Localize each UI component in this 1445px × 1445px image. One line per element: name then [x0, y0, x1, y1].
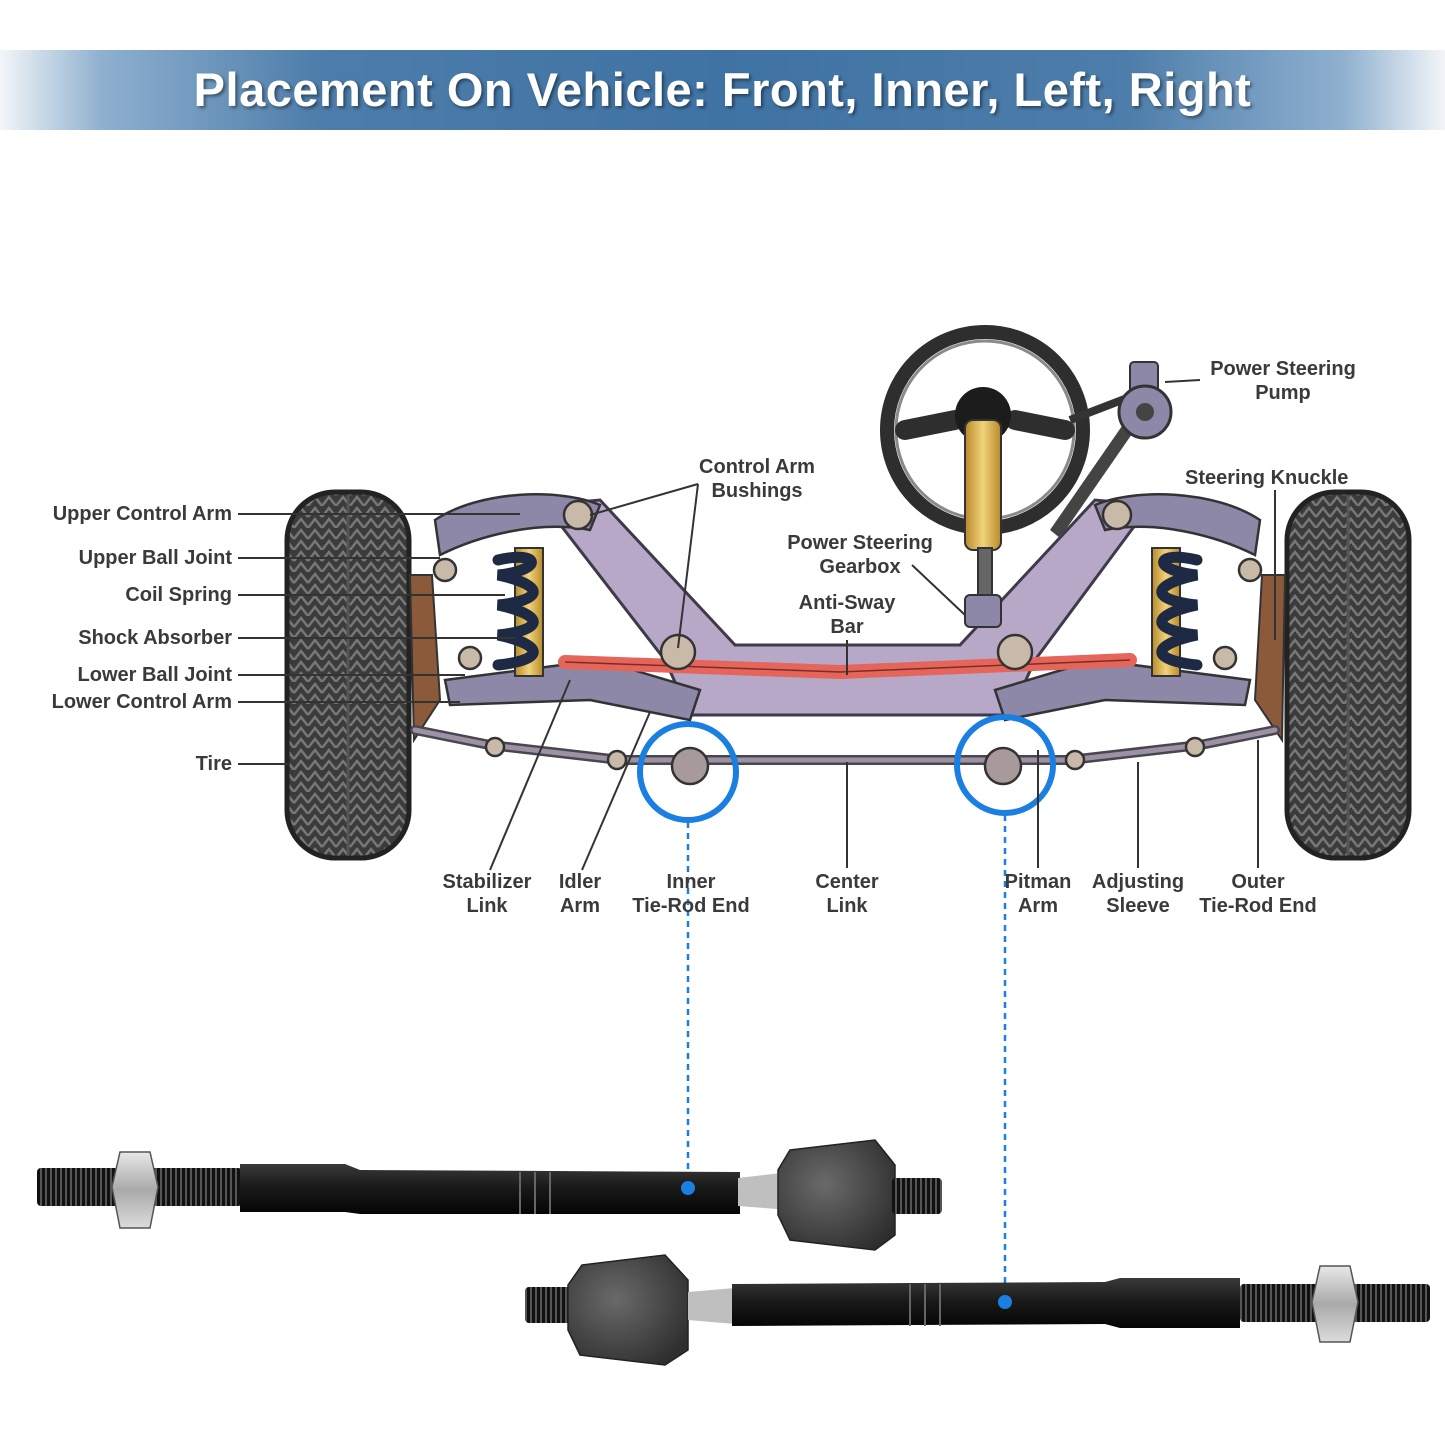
- left-coil-spring: [492, 547, 544, 677]
- label-coil-spring: Coil Spring: [125, 584, 232, 606]
- steering-wheel: [880, 325, 1090, 628]
- label-upper-ball-joint: Upper Ball Joint: [78, 547, 232, 569]
- right-upper-control-arm: [1093, 493, 1262, 557]
- steering-gearbox: [964, 594, 1002, 628]
- center-link: [410, 725, 1280, 765]
- label-shock-absorber: Shock Absorber: [78, 627, 232, 649]
- label-power-steering-pump: Power Steering Pump: [1210, 358, 1356, 404]
- label-inner-tie-rod-end: Inner Tie-Rod End: [632, 871, 750, 917]
- label-lower-ball-joint: Lower Ball Joint: [77, 664, 232, 686]
- title-banner: Placement On Vehicle: Front, Inner, Left…: [0, 50, 1445, 130]
- right-knuckle: [1253, 574, 1287, 744]
- inner-tie-rod-highlight-right: [954, 714, 1056, 816]
- tie-rod-lower: [525, 1254, 1430, 1366]
- label-idler-arm: Idler Arm: [558, 871, 602, 917]
- power-steering-pump: [1050, 361, 1173, 538]
- left-upper-control-arm: [433, 493, 602, 557]
- label-steering-knuckle: Steering Knuckle: [1185, 467, 1349, 489]
- label-pitman-arm: Pitman Arm: [1004, 871, 1072, 917]
- left-knuckle: [408, 574, 442, 744]
- leader-lines: [238, 379, 1276, 871]
- right-coil-spring: [1151, 547, 1203, 677]
- label-anti-sway-bar: Anti-Sway Bar: [798, 592, 896, 638]
- label-center-link: Center Link: [815, 871, 879, 917]
- tie-rod-upper: [37, 1139, 942, 1251]
- connection-dot-left: [681, 1181, 695, 1195]
- label-tire: Tire: [195, 753, 232, 775]
- label-outer-tie-rod-end: Outer Tie-Rod End: [1199, 871, 1317, 917]
- label-stabilizer-link: Stabilizer Link: [442, 871, 532, 917]
- label-lower-control-arm: Lower Control Arm: [51, 691, 232, 713]
- right-tire: [1284, 489, 1412, 861]
- bushings: [432, 499, 1263, 786]
- label-adjusting-sleeve: Adjusting Sleeve: [1091, 871, 1185, 917]
- label-upper-control-arm: Upper Control Arm: [52, 503, 232, 525]
- inner-tie-rod-highlight-left: [637, 721, 739, 823]
- connection-dot-right: [998, 1295, 1012, 1309]
- label-control-arm-bushings: Control Arm Bushings: [699, 456, 815, 502]
- banner-title: Placement On Vehicle: Front, Inner, Left…: [193, 63, 1252, 116]
- label-power-steering-gearbox: Power Steering Gearbox: [787, 532, 933, 578]
